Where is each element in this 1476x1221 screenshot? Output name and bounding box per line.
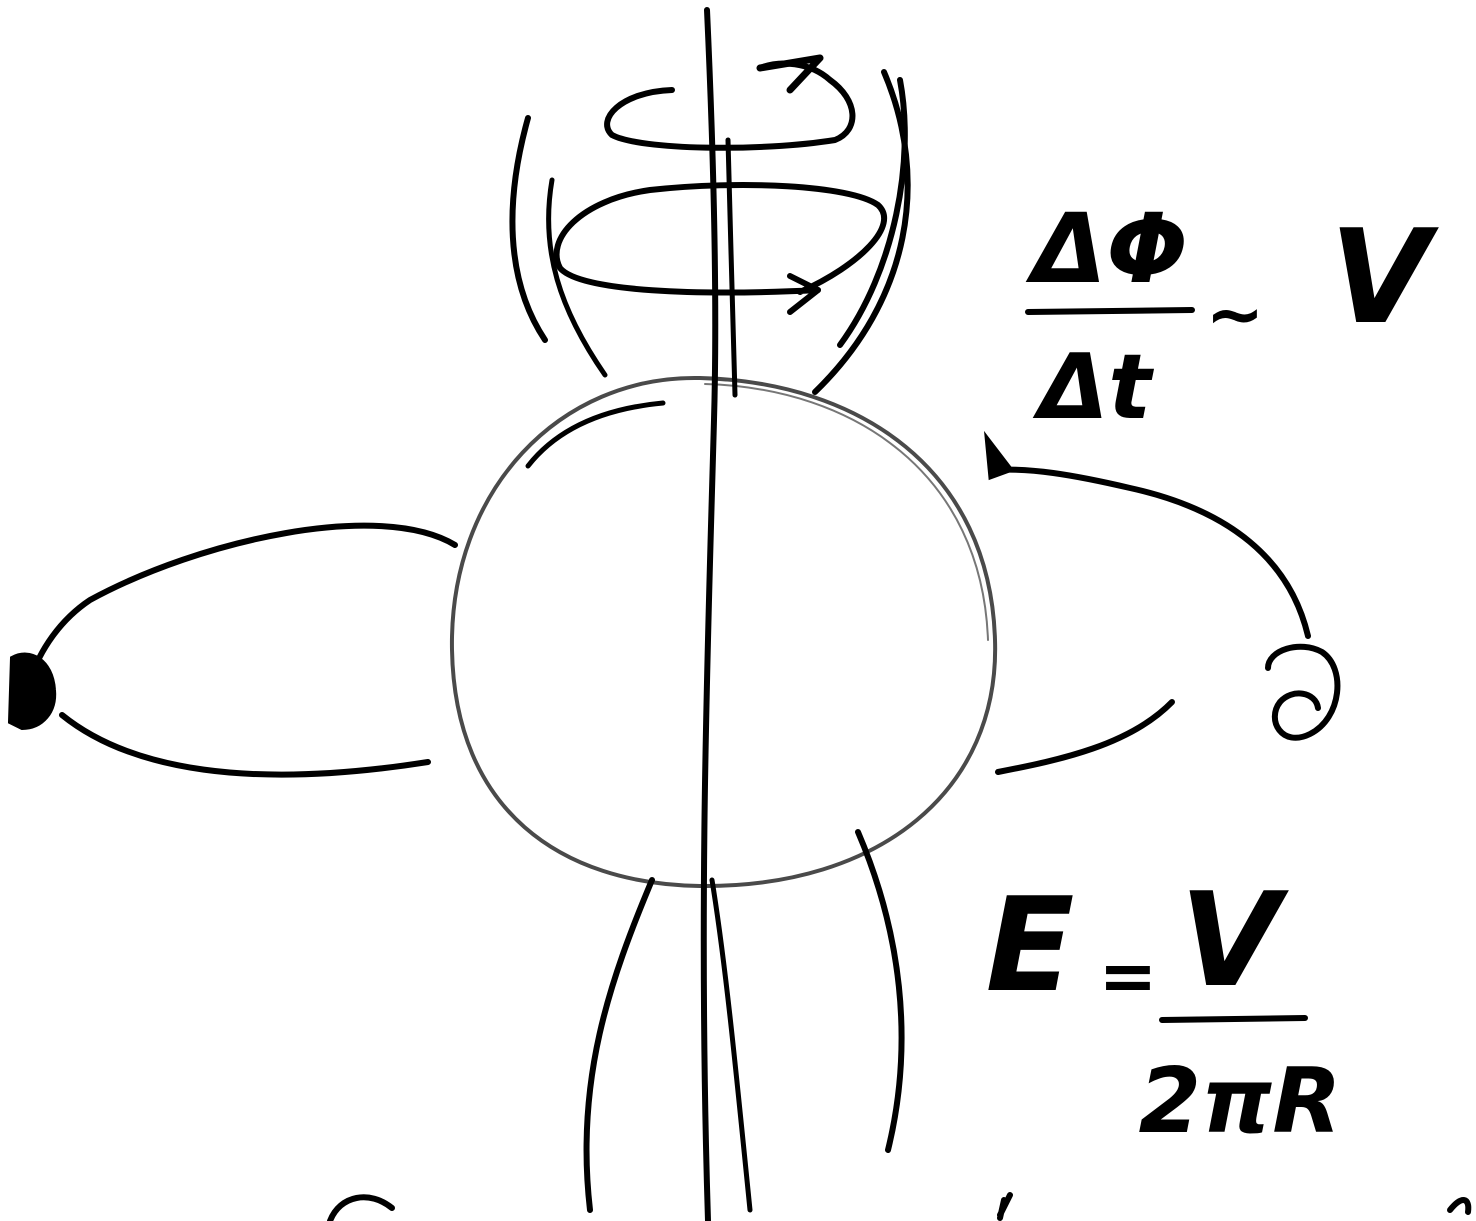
field-line-bottom-right bbox=[858, 832, 902, 1150]
right-wire-arrowhead bbox=[986, 436, 1012, 478]
eq2-denominator: 2πR bbox=[1138, 1049, 1341, 1154]
bottom-partial-stroke-left bbox=[330, 1197, 392, 1221]
right-lower-stroke bbox=[998, 702, 1172, 772]
rotation-axis-line bbox=[704, 10, 716, 1221]
bottom-partial-stroke-middle bbox=[1000, 1195, 1010, 1218]
rotation-ellipse bbox=[557, 185, 885, 292]
eq1-relation: ~ bbox=[1206, 273, 1265, 355]
eq1-denominator: Δt bbox=[1033, 335, 1155, 440]
eq2-lhs: E bbox=[986, 869, 1075, 1021]
sphere-outline bbox=[452, 378, 995, 886]
left-loop-lower bbox=[62, 715, 428, 775]
eq1-fraction-bar bbox=[1028, 310, 1192, 312]
field-line-top-left-outer bbox=[512, 118, 545, 340]
rotation-swirl bbox=[607, 64, 852, 148]
axis-tick bbox=[728, 140, 735, 395]
sphere-outline-inner-stroke bbox=[705, 384, 988, 640]
eq1-rhs: V bbox=[1330, 201, 1440, 353]
eq2-fraction-bar bbox=[1162, 1018, 1305, 1020]
eq2-equals: = bbox=[1099, 935, 1158, 1017]
eq2-numerator: V bbox=[1180, 864, 1290, 1016]
bottom-partial-stroke-right bbox=[1450, 1200, 1468, 1212]
left-black-dot bbox=[10, 655, 54, 728]
coil-spiral-icon bbox=[1268, 647, 1337, 738]
left-loop-upper bbox=[30, 526, 455, 680]
field-line-bottom-left-outer bbox=[586, 880, 652, 1210]
right-wire-to-equation bbox=[996, 470, 1308, 636]
sphere-top-left-arc bbox=[528, 403, 663, 466]
eq1-numerator: ΔΦ bbox=[1025, 193, 1188, 305]
field-line-bottom-left-inner bbox=[712, 880, 750, 1210]
